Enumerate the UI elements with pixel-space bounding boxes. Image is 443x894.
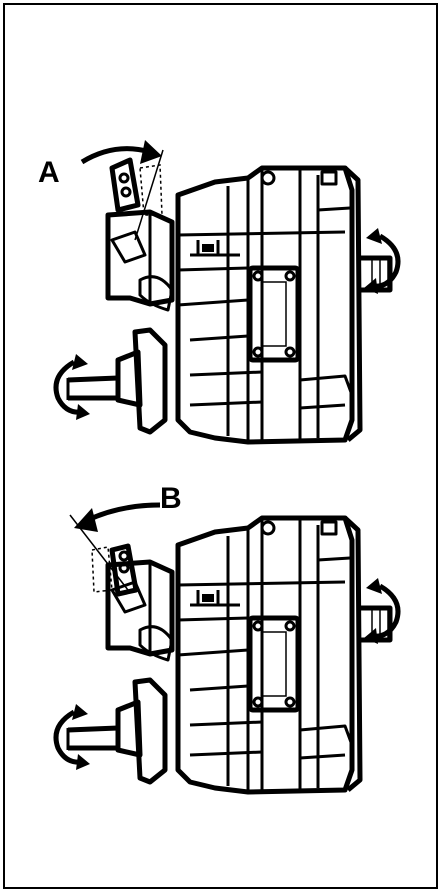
gearbox-top (68, 149, 390, 442)
figure-frame (3, 3, 438, 889)
label-a: A (38, 156, 60, 189)
label-b: B (160, 482, 182, 515)
swing-arrow-icon (74, 502, 161, 532)
swing-arrow-icon (80, 140, 162, 165)
gearbox-bottom (68, 514, 390, 792)
